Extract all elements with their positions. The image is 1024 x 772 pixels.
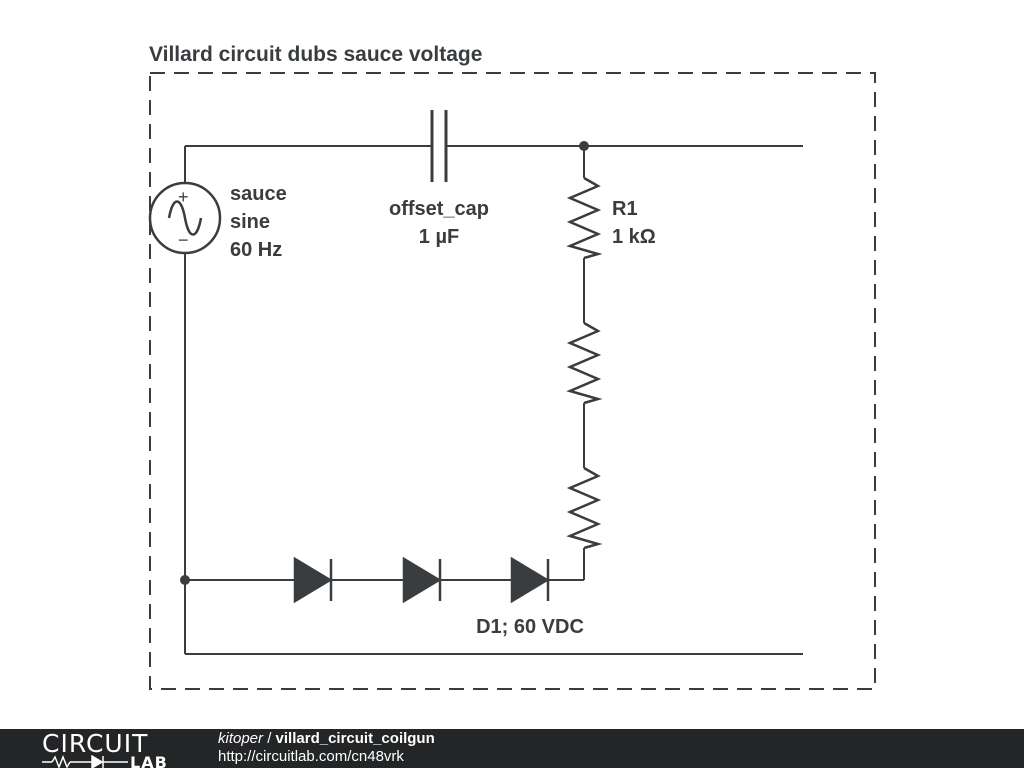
author-link[interactable]: kitoper: [218, 730, 264, 747]
resistor-label-name: R1: [612, 198, 638, 220]
junction-left-diode: [180, 575, 190, 585]
footer-meta: kitoper / villard_circuit_coilgun http:/…: [218, 730, 435, 766]
diode-label: D1; 60 VDC: [476, 616, 584, 638]
diode-3: [510, 556, 550, 604]
project-url[interactable]: http://circuitlab.com/cn48vrk: [218, 748, 404, 765]
ac-source-icon: [148, 181, 222, 255]
resistor-label-value: 1 kΩ: [612, 226, 656, 248]
capacitor-label-value: 1 µF: [419, 226, 459, 248]
source-minus: −: [178, 230, 189, 250]
circuit-schematic: Villard circuit dubs sauce voltage: [148, 43, 876, 690]
schematic-title: Villard circuit dubs sauce voltage: [149, 43, 482, 66]
logo-text-bottom: LAB: [130, 753, 168, 772]
source-label-frequency: 60 Hz: [230, 239, 282, 261]
source-label-name: sauce: [230, 183, 287, 205]
logo-circuit-icon: [42, 755, 128, 769]
capacitor-label-name: offset_cap: [389, 198, 489, 220]
capacitor-symbol: [430, 110, 448, 182]
resistor-3: [566, 466, 603, 550]
resistor-r1: [566, 176, 603, 260]
footer-title-line: kitoper / villard_circuit_coilgun: [218, 730, 435, 748]
source-label-type: sine: [230, 211, 270, 233]
resistor-2: [566, 321, 603, 405]
source-plus: +: [178, 187, 189, 207]
diode-1: [293, 556, 333, 604]
junction-top-right: [579, 141, 589, 151]
boundary-box: [149, 72, 876, 690]
circuitlab-logo[interactable]: CIRCUIT LAB: [42, 729, 167, 772]
diode-2: [402, 556, 442, 604]
project-link[interactable]: villard_circuit_coilgun: [275, 730, 435, 747]
path-separator: /: [263, 730, 276, 747]
logo-text-top: CIRCUIT: [42, 729, 149, 758]
footer-bar: CIRCUIT LAB kitoper / villard_circuit_co…: [0, 729, 1024, 772]
